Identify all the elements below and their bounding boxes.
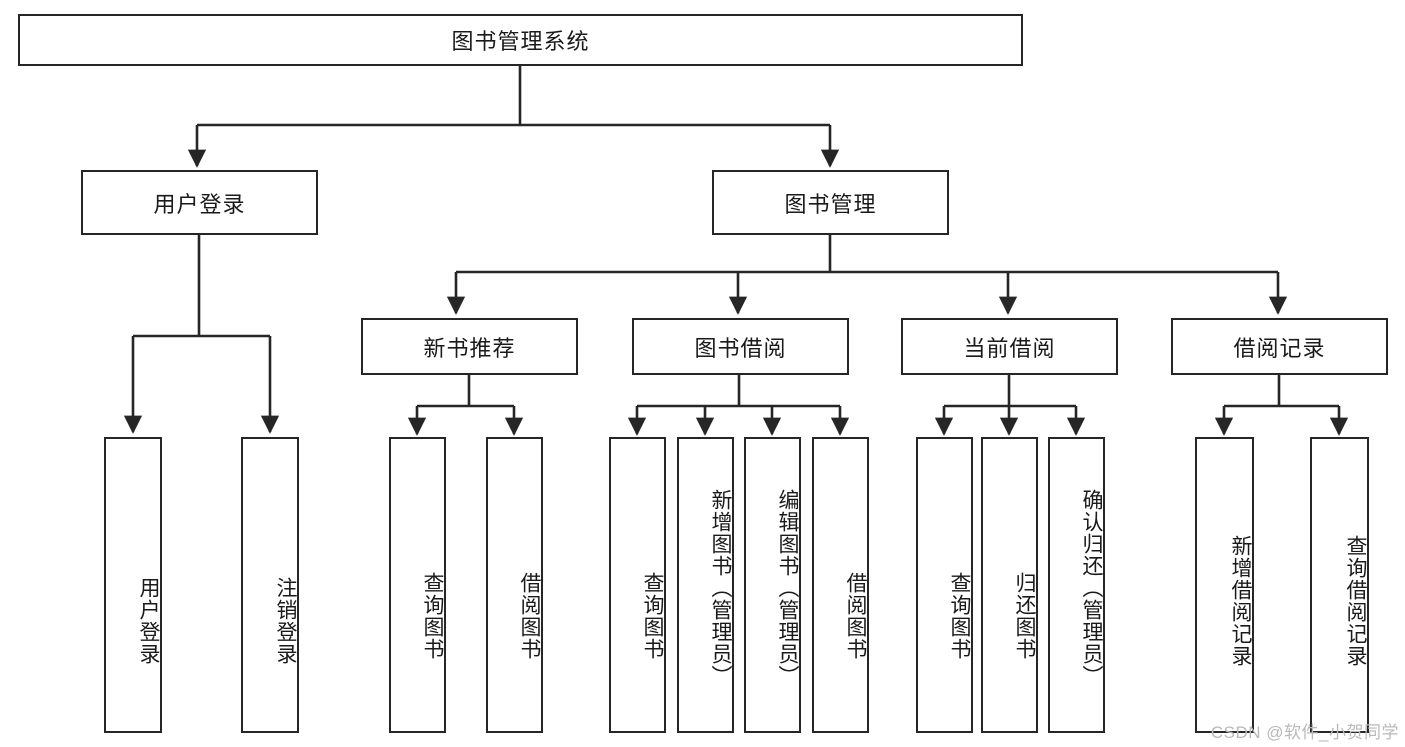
leaf-rec-borrow-book-label: 借阅图书 [516,572,541,660]
leaf-borrow-edit-book[interactable]: 编辑图书（管理员） [744,437,801,733]
leaf-rec-add-record-label: 新增借阅记录 [1227,535,1252,667]
node-current-borrow[interactable]: 当前借阅 [901,318,1118,375]
leaf-borrow-add-book-label: 新增图书（管理员） [707,489,732,687]
leaf-cur-confirm-return-label: 确认归还（管理员） [1078,489,1103,687]
leaf-user-login-label: 用户登录 [135,577,160,665]
node-new-book-rec-label: 新书推荐 [423,331,515,363]
leaf-borrow-query-book-label: 查询图书 [639,572,664,660]
node-book-borrow-label: 图书借阅 [694,331,786,363]
node-current-borrow-label: 当前借阅 [963,331,1055,363]
leaf-rec-query-book[interactable]: 查询图书 [389,437,446,733]
node-user-login-label: 用户登录 [153,187,245,219]
leaf-borrow-add-book[interactable]: 新增图书（管理员） [677,437,734,733]
leaf-rec-borrow-book[interactable]: 借阅图书 [486,437,543,733]
node-borrow-record-label: 借阅记录 [1233,331,1325,363]
leaf-cur-return-book[interactable]: 归还图书 [981,437,1038,733]
leaf-borrow-query-book[interactable]: 查询图书 [609,437,666,733]
leaf-user-login[interactable]: 用户登录 [104,437,162,733]
leaf-cur-query-book-label: 查询图书 [946,572,971,660]
node-borrow-record[interactable]: 借阅记录 [1171,318,1388,375]
node-book-manage-label: 图书管理 [784,187,876,219]
leaf-borrow-edit-book-label: 编辑图书（管理员） [774,489,799,687]
node-new-book-rec[interactable]: 新书推荐 [361,318,578,375]
leaf-rec-query-record-label: 查询借阅记录 [1342,535,1367,667]
node-root[interactable]: 图书管理系统 [18,14,1023,66]
leaf-rec-add-record[interactable]: 新增借阅记录 [1195,437,1254,733]
watermark-text: CSDN @软件_小贺同学 [1211,718,1399,743]
node-user-login[interactable]: 用户登录 [81,170,318,235]
leaf-cur-query-book[interactable]: 查询图书 [916,437,973,733]
leaf-user-logout-label: 注销登录 [272,577,297,665]
leaf-borrow-borrow-book[interactable]: 借阅图书 [812,437,869,733]
node-book-borrow[interactable]: 图书借阅 [632,318,849,375]
leaf-rec-query-book-label: 查询图书 [419,572,444,660]
leaf-user-logout[interactable]: 注销登录 [241,437,299,733]
node-root-label: 图书管理系统 [451,24,589,56]
leaf-borrow-borrow-book-label: 借阅图书 [842,572,867,660]
leaf-rec-query-record[interactable]: 查询借阅记录 [1310,437,1369,733]
node-book-manage[interactable]: 图书管理 [712,170,949,235]
leaf-cur-confirm-return[interactable]: 确认归还（管理员） [1048,437,1105,733]
leaf-cur-return-book-label: 归还图书 [1011,572,1036,660]
